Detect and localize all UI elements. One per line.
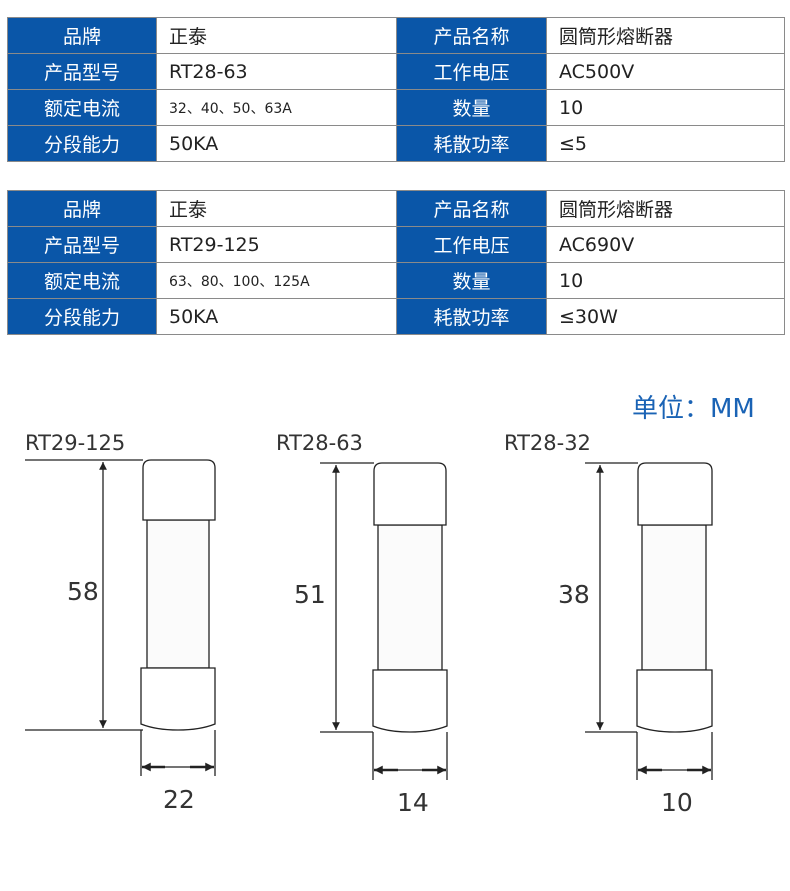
fuse-drawing-rt28-63: RT28-63 51 14	[276, 431, 448, 817]
key-cell: 额定电流	[7, 262, 157, 299]
value-cell: 正泰	[156, 190, 397, 227]
key-cell: 额定电流	[7, 89, 157, 126]
diameter-dimension: 10	[661, 788, 693, 817]
diameter-dimension: 22	[163, 785, 195, 814]
value-cell: AC690V	[546, 226, 785, 263]
key-cell: 产品型号	[7, 53, 157, 90]
fuse-model-label: RT28-63	[276, 431, 363, 455]
unit-label: 单位：MM	[632, 394, 755, 424]
value-cell: RT28-63	[156, 53, 397, 90]
value-cell: 63、80、100、125A	[156, 262, 397, 299]
table-row: 品牌正泰产品名称圆筒形熔断器	[7, 190, 785, 227]
fuse-model-label: RT29-125	[25, 431, 125, 455]
value-cell: 圆筒形熔断器	[546, 190, 785, 227]
key-cell: 耗散功率	[396, 125, 547, 162]
fuse-model-label: RT28-32	[504, 431, 591, 455]
value-cell: 圆筒形熔断器	[546, 17, 785, 54]
key-cell: 分段能力	[7, 125, 157, 162]
key-cell: 工作电压	[396, 226, 547, 263]
value-cell: AC500V	[546, 53, 785, 90]
key-cell: 耗散功率	[396, 298, 547, 335]
length-dimension: 58	[67, 577, 99, 606]
diameter-dimension: 14	[397, 788, 429, 817]
length-dimension: 51	[294, 580, 326, 609]
key-cell: 产品名称	[396, 190, 547, 227]
key-cell: 数量	[396, 262, 547, 299]
value-cell: ≤5	[546, 125, 785, 162]
length-dimension: 38	[558, 580, 590, 609]
value-cell: ≤30W	[546, 298, 785, 335]
key-cell: 工作电压	[396, 53, 547, 90]
value-cell: 32、40、50、63A	[156, 89, 397, 126]
value-cell: RT29-125	[156, 226, 397, 263]
key-cell: 分段能力	[7, 298, 157, 335]
key-cell: 产品型号	[7, 226, 157, 263]
value-cell: 50KA	[156, 298, 397, 335]
fuse-drawing-rt29-125: RT29-125 58 22	[25, 431, 216, 814]
value-cell: 10	[546, 89, 785, 126]
fuse-drawing-rt28-32: RT28-32 38 10	[504, 431, 713, 817]
key-cell: 品牌	[7, 17, 157, 54]
table-row: 品牌正泰产品名称圆筒形熔断器	[7, 17, 785, 54]
value-cell: 50KA	[156, 125, 397, 162]
key-cell: 数量	[396, 89, 547, 126]
